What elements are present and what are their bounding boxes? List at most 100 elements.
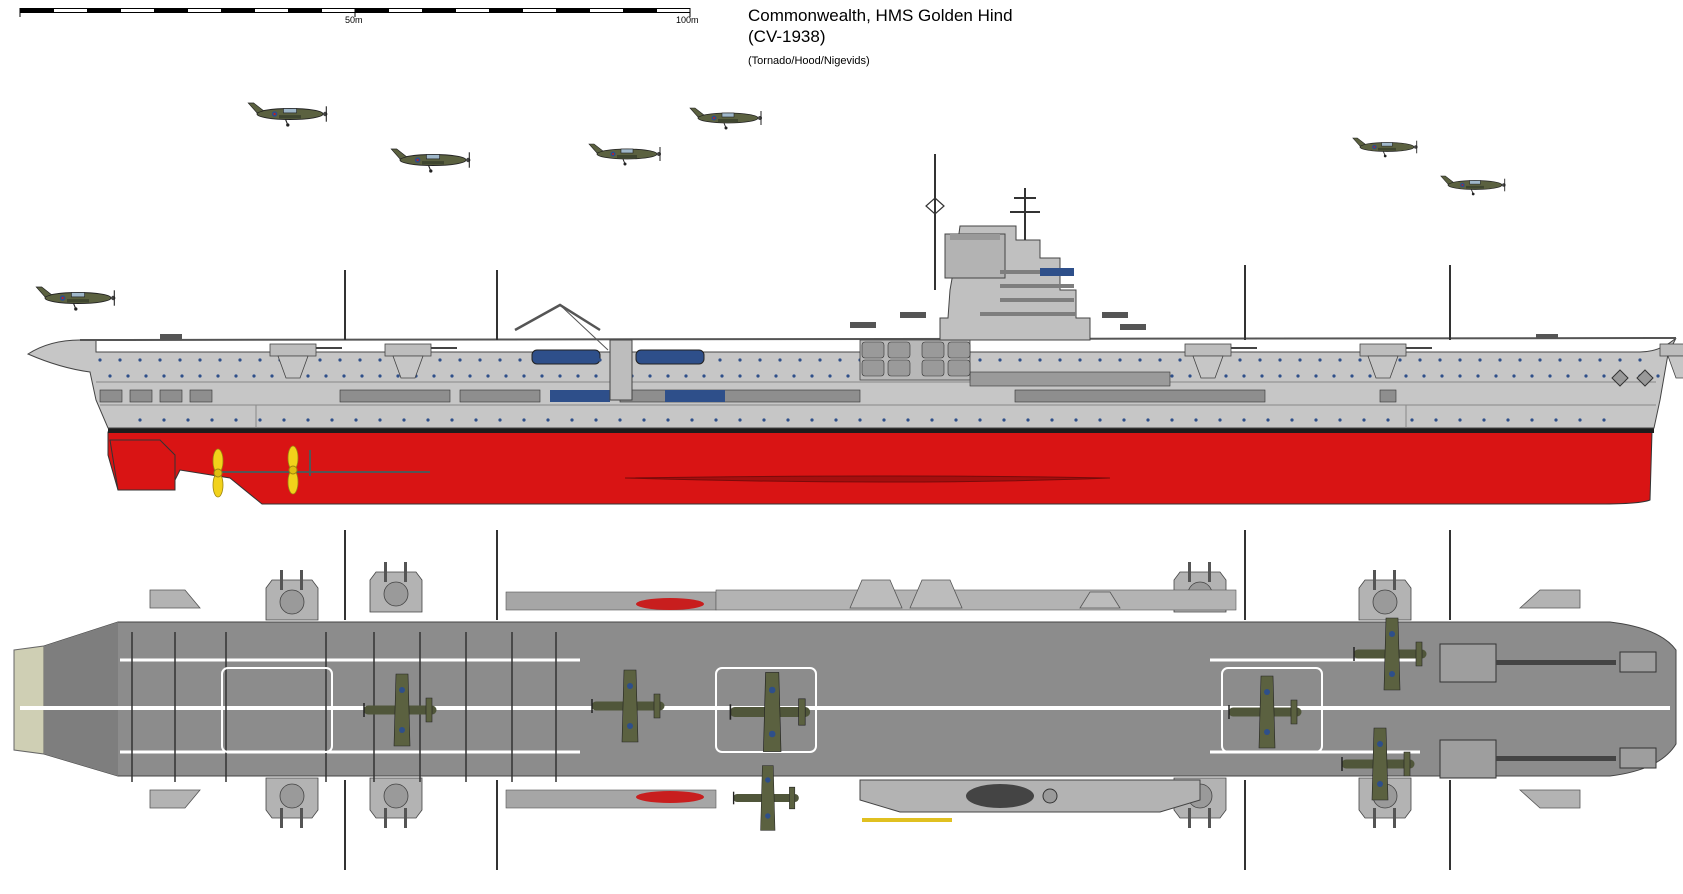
porthole bbox=[450, 374, 454, 378]
porthole bbox=[1278, 374, 1282, 378]
porthole bbox=[570, 418, 574, 422]
porthole bbox=[1398, 358, 1402, 362]
porthole bbox=[450, 418, 454, 422]
porthole bbox=[1242, 374, 1246, 378]
porthole bbox=[1578, 358, 1582, 362]
porthole bbox=[618, 418, 622, 422]
porthole bbox=[238, 358, 242, 362]
porthole bbox=[318, 358, 322, 362]
porthole bbox=[498, 418, 502, 422]
porthole bbox=[578, 358, 582, 362]
porthole bbox=[198, 358, 202, 362]
porthole bbox=[930, 418, 934, 422]
porthole bbox=[762, 418, 766, 422]
porthole bbox=[558, 358, 562, 362]
porthole bbox=[702, 374, 706, 378]
porthole bbox=[1224, 374, 1228, 378]
porthole bbox=[158, 358, 162, 362]
porthole bbox=[338, 358, 342, 362]
porthole bbox=[1478, 358, 1482, 362]
porthole bbox=[738, 374, 742, 378]
aircraft-icon bbox=[247, 102, 328, 128]
porthole bbox=[638, 358, 642, 362]
porthole bbox=[360, 374, 364, 378]
porthole bbox=[1290, 418, 1294, 422]
porthole bbox=[978, 418, 982, 422]
porthole bbox=[1242, 418, 1246, 422]
porthole bbox=[1368, 374, 1372, 378]
porthole bbox=[1422, 374, 1426, 378]
porthole bbox=[834, 418, 838, 422]
credits: (Tornado/Hood/Nigevids) bbox=[748, 55, 870, 67]
porthole bbox=[426, 418, 430, 422]
porthole bbox=[798, 358, 802, 362]
ship-title: Commonwealth, HMS Golden Hind bbox=[748, 6, 1013, 25]
propeller-icon bbox=[287, 445, 299, 495]
porthole bbox=[1296, 374, 1300, 378]
porthole bbox=[1146, 418, 1150, 422]
porthole bbox=[498, 358, 502, 362]
porthole bbox=[1476, 374, 1480, 378]
propeller-icon bbox=[212, 448, 224, 498]
porthole bbox=[1266, 418, 1270, 422]
porthole bbox=[180, 374, 184, 378]
porthole bbox=[186, 418, 190, 422]
porthole bbox=[1512, 374, 1516, 378]
porthole bbox=[792, 374, 796, 378]
porthole bbox=[1578, 418, 1582, 422]
porthole bbox=[342, 374, 346, 378]
porthole bbox=[474, 418, 478, 422]
porthole bbox=[438, 358, 442, 362]
porthole bbox=[1558, 358, 1562, 362]
porthole bbox=[216, 374, 220, 378]
porthole bbox=[1074, 418, 1078, 422]
porthole bbox=[718, 358, 722, 362]
porthole bbox=[1410, 418, 1414, 422]
porthole bbox=[162, 374, 166, 378]
porthole bbox=[810, 374, 814, 378]
porthole bbox=[758, 358, 762, 362]
porthole bbox=[178, 358, 182, 362]
porthole bbox=[396, 374, 400, 378]
porthole bbox=[1338, 418, 1342, 422]
porthole bbox=[1458, 374, 1462, 378]
porthole bbox=[1566, 374, 1570, 378]
porthole bbox=[1318, 358, 1322, 362]
porthole bbox=[738, 358, 742, 362]
porthole bbox=[540, 374, 544, 378]
porthole bbox=[1458, 358, 1462, 362]
porthole bbox=[1002, 418, 1006, 422]
porthole bbox=[234, 374, 238, 378]
porthole bbox=[720, 374, 724, 378]
porthole bbox=[1278, 358, 1282, 362]
porthole bbox=[306, 418, 310, 422]
porthole bbox=[522, 374, 526, 378]
porthole bbox=[1038, 358, 1042, 362]
porthole bbox=[1362, 418, 1366, 422]
porthole bbox=[818, 358, 822, 362]
porthole bbox=[1358, 358, 1362, 362]
porthole bbox=[1338, 358, 1342, 362]
porthole bbox=[756, 374, 760, 378]
porthole bbox=[1438, 358, 1442, 362]
porthole bbox=[978, 358, 982, 362]
porthole bbox=[108, 374, 112, 378]
porthole bbox=[1058, 358, 1062, 362]
porthole bbox=[118, 358, 122, 362]
porthole bbox=[1598, 358, 1602, 362]
porthole bbox=[324, 374, 328, 378]
porthole bbox=[1026, 418, 1030, 422]
porthole bbox=[1434, 418, 1438, 422]
porthole bbox=[1482, 418, 1486, 422]
porthole bbox=[126, 374, 130, 378]
porthole bbox=[1602, 418, 1606, 422]
aircraft-icon bbox=[588, 143, 662, 166]
mast-icon bbox=[344, 154, 1451, 340]
porthole bbox=[1260, 374, 1264, 378]
porthole bbox=[1194, 418, 1198, 422]
porthole bbox=[1188, 374, 1192, 378]
porthole bbox=[774, 374, 778, 378]
porthole bbox=[1018, 358, 1022, 362]
porthole bbox=[218, 358, 222, 362]
porthole bbox=[378, 418, 382, 422]
